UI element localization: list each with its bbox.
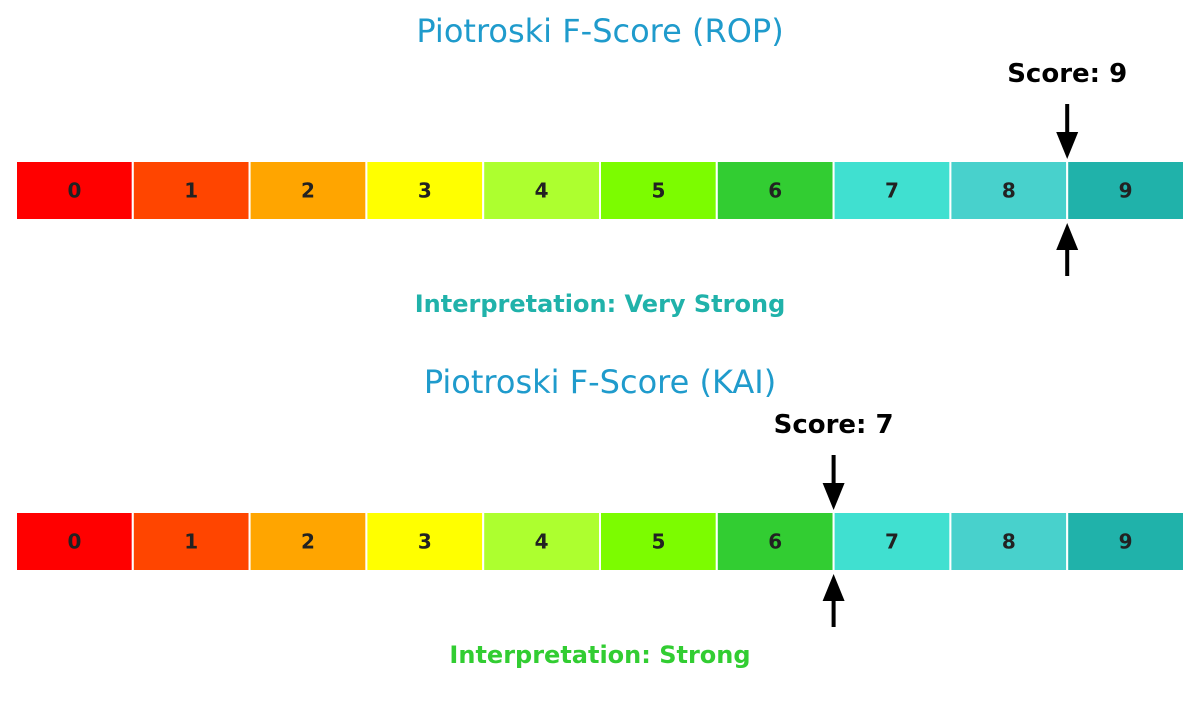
segment-4 bbox=[482, 160, 602, 221]
segment-label-5: 5 bbox=[651, 530, 665, 554]
segment-2 bbox=[248, 160, 368, 221]
segment-9 bbox=[1066, 160, 1185, 221]
segment-label-7: 7 bbox=[885, 179, 899, 203]
gauge-svg: Piotroski F-Score (ROP) 0 1 2 3 4 5 6 7 8 9 Score… bbox=[15, 12, 1185, 318]
segment-6 bbox=[715, 160, 835, 221]
segment-label-6: 6 bbox=[768, 179, 782, 203]
segment-label-5: 5 bbox=[651, 179, 665, 203]
segment-0 bbox=[15, 511, 134, 572]
up-arrow-icon bbox=[1056, 223, 1079, 276]
score-markers bbox=[1056, 104, 1079, 276]
segment-2 bbox=[248, 511, 368, 572]
segment-7 bbox=[832, 511, 952, 572]
interpretation-label: Interpretation: Very Strong bbox=[415, 290, 786, 318]
segment-label-8: 8 bbox=[1002, 179, 1016, 203]
segment-label-9: 9 bbox=[1119, 530, 1133, 554]
segment-label-9: 9 bbox=[1119, 179, 1133, 203]
segment-label-3: 3 bbox=[418, 179, 432, 203]
segment-label-2: 2 bbox=[301, 530, 315, 554]
segment-3 bbox=[365, 511, 485, 572]
segment-5 bbox=[599, 160, 718, 221]
segment-label-0: 0 bbox=[67, 530, 81, 554]
up-arrow-icon bbox=[822, 574, 845, 627]
gauge-svg: Piotroski F-Score (KAI) 0 1 2 3 4 5 6 7 8 9 Score… bbox=[15, 363, 1185, 669]
score-label: Score: 9 bbox=[1007, 59, 1127, 89]
segment-label-2: 2 bbox=[301, 179, 315, 203]
chart-title: Piotroski F-Score (KAI) bbox=[424, 363, 776, 401]
segment-label-4: 4 bbox=[535, 530, 549, 554]
segment-label-1: 1 bbox=[184, 530, 198, 554]
segment-8 bbox=[949, 511, 1069, 572]
down-arrow-icon bbox=[822, 455, 845, 510]
segment-7 bbox=[832, 160, 952, 221]
gauge-kai: Piotroski F-Score (KAI) 0 1 2 3 4 5 6 7 8 9 Score… bbox=[0, 351, 1200, 702]
interpretation-label: Interpretation: Strong bbox=[449, 641, 750, 669]
segment-label-7: 7 bbox=[885, 530, 899, 554]
segment-label-4: 4 bbox=[535, 179, 549, 203]
segment-label-3: 3 bbox=[418, 530, 432, 554]
gauge-rop: Piotroski F-Score (ROP) 0 1 2 3 4 5 6 7 8 9 Score… bbox=[15, 12, 1185, 318]
segment-1 bbox=[131, 511, 251, 572]
segment-8 bbox=[949, 160, 1069, 221]
segment-label-0: 0 bbox=[67, 179, 81, 203]
segment-1 bbox=[131, 160, 251, 221]
score-markers bbox=[822, 455, 845, 627]
chart-title: Piotroski F-Score (ROP) bbox=[416, 12, 783, 50]
segment-9 bbox=[1066, 511, 1185, 572]
segment-label-8: 8 bbox=[1002, 530, 1016, 554]
segment-0 bbox=[15, 160, 134, 221]
segment-label-6: 6 bbox=[768, 530, 782, 554]
down-arrow-icon bbox=[1056, 104, 1079, 159]
gauge-segments: 0 1 2 3 4 5 6 7 8 9 bbox=[15, 160, 1185, 221]
gauge-segments: 0 1 2 3 4 5 6 7 8 9 bbox=[15, 511, 1185, 572]
score-label: Score: 7 bbox=[774, 410, 894, 440]
segment-label-1: 1 bbox=[184, 179, 198, 203]
